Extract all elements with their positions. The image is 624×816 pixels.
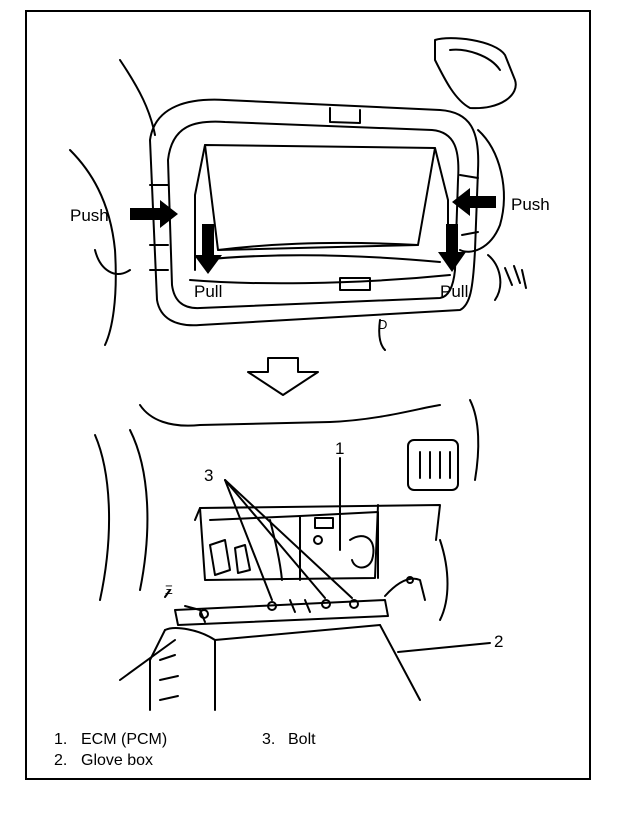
push-arrow-right (452, 188, 496, 216)
push-label-left: Push (70, 206, 109, 225)
svg-text:Ξ: Ξ (165, 583, 173, 597)
pull-label-right: Pull (440, 282, 469, 301)
next-step-arrow (247, 357, 319, 396)
legend-num-3: 3. (262, 731, 276, 748)
push-arrow-left (130, 200, 178, 228)
pull-label-left: Pull (194, 282, 223, 301)
legend-text-glove-box: Glove box (81, 752, 154, 769)
push-label-right: Push (511, 195, 550, 214)
top-view-glove-box-open (69, 37, 527, 351)
callout-glove-box-number: 2 (494, 632, 504, 651)
pull-arrow-right (438, 224, 466, 272)
pull-arrow-left (194, 224, 222, 274)
callout-bolt-number: 3 (204, 466, 214, 485)
legend-text-ecm: ECM (PCM) (81, 731, 168, 748)
legend-text-bolt: Bolt (288, 731, 316, 748)
bottom-view-glove-box-removed: Ξ (94, 399, 480, 711)
legend-num-2: 2. (54, 752, 68, 769)
callout-leaders (224, 457, 491, 653)
legend-num-1: 1. (54, 731, 68, 748)
panel-mark-label: D (378, 317, 388, 332)
diagram-frame (25, 10, 591, 780)
callout-ecm-number: 1 (335, 439, 345, 458)
